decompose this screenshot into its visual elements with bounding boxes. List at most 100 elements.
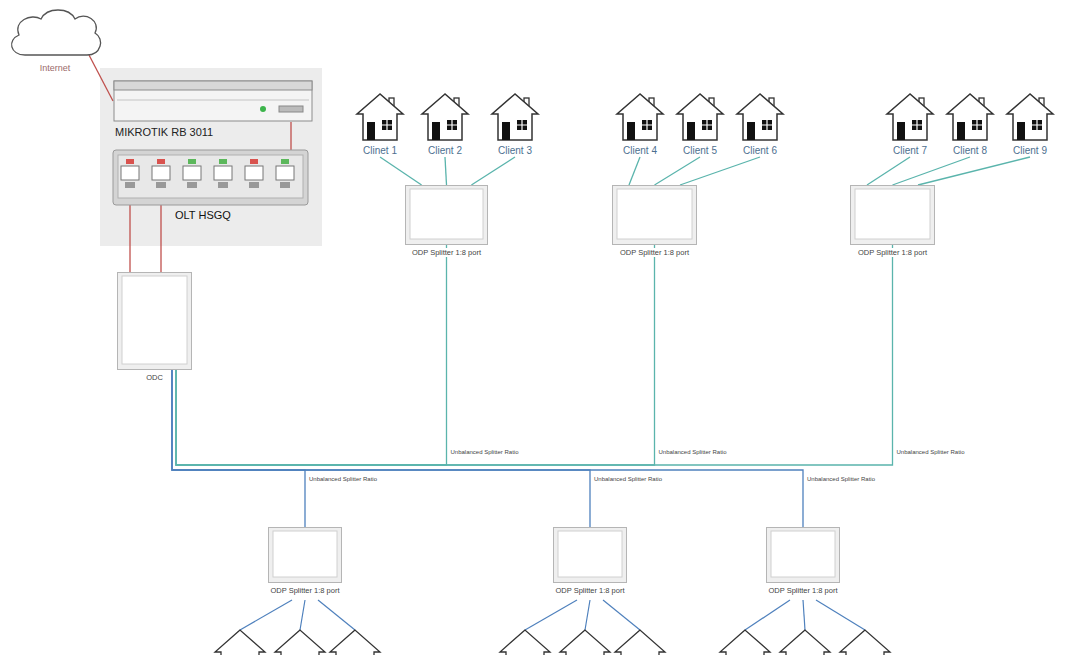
olt-port-tab xyxy=(187,182,197,188)
cabinet-face xyxy=(410,189,483,239)
edge-label: Unbalanced Splitter Ratio xyxy=(308,476,378,483)
house-window xyxy=(517,120,527,130)
drop-cables xyxy=(240,600,865,630)
odp-splitter: ODP Splitter 1:8 port xyxy=(266,527,344,595)
client-house: Client 4 xyxy=(613,92,667,157)
cabinet-frame xyxy=(613,186,697,245)
node-shape xyxy=(1005,92,1055,142)
shape-drawing xyxy=(885,92,935,142)
cabinet-face xyxy=(122,276,187,364)
client-house: Client 3 xyxy=(488,92,542,157)
fiber-cable xyxy=(445,157,447,185)
router-seam xyxy=(117,100,309,101)
node-shape xyxy=(945,92,995,142)
fiber-cable xyxy=(172,370,305,527)
olt-port-tab xyxy=(218,182,228,188)
shape-drawing xyxy=(735,92,785,142)
fiber-cable xyxy=(380,157,422,185)
house-outline xyxy=(737,94,783,140)
shape-drawing xyxy=(113,150,308,205)
olt-port-tab xyxy=(156,182,166,188)
node-shape xyxy=(490,92,540,142)
house-outline xyxy=(887,94,933,140)
node-shape xyxy=(735,92,785,142)
client-house: Client 6 xyxy=(733,92,787,157)
partial-houses xyxy=(215,630,890,655)
house-window xyxy=(972,120,982,130)
olt-port-tab xyxy=(249,182,259,188)
cabinet-frame xyxy=(767,528,840,583)
node-label: Internet xyxy=(40,63,71,74)
olt-port xyxy=(276,166,294,180)
node-label: Client 6 xyxy=(743,145,777,157)
shape-drawing xyxy=(850,185,935,245)
node-label: Client 4 xyxy=(623,145,657,157)
cloud-outline xyxy=(12,10,101,55)
edge-label: Unbalanced Splitter Ratio xyxy=(658,449,728,456)
node-shape xyxy=(405,185,488,245)
node-shape xyxy=(612,185,697,245)
olt-port-led xyxy=(219,159,227,164)
house-door xyxy=(687,122,695,140)
odp-splitter: ODP Splitter 1:8 port xyxy=(610,185,699,257)
fiber-cable xyxy=(629,157,640,185)
house-outline xyxy=(677,94,723,140)
house-window xyxy=(447,120,457,130)
olt-panel xyxy=(118,155,303,198)
node-shape xyxy=(355,92,405,142)
shape-drawing xyxy=(268,527,342,583)
shape-drawing xyxy=(615,92,665,142)
node-label: Client 5 xyxy=(683,145,717,157)
olt-body xyxy=(113,150,308,205)
node-label: Client 2 xyxy=(428,145,462,157)
window-cross xyxy=(517,120,527,130)
node-label: ODC xyxy=(144,373,165,382)
house-door xyxy=(957,122,965,140)
router-body xyxy=(114,81,312,121)
house-window xyxy=(912,120,922,130)
client-house: Client 2 xyxy=(418,92,472,157)
node-shape xyxy=(420,92,470,142)
edge-label: Unbalanced Splitter Ratio xyxy=(806,476,876,483)
olt-port-led xyxy=(281,159,289,164)
node-label: ODP Splitter 1:8 port xyxy=(618,248,691,257)
shape-drawing xyxy=(113,80,313,122)
client-house: Client 5 xyxy=(673,92,727,157)
window-cross xyxy=(762,120,772,130)
olt-port xyxy=(183,166,201,180)
shape-drawing xyxy=(675,92,725,142)
router-top xyxy=(114,81,312,90)
fiber-cable xyxy=(290,122,291,150)
shape-drawing xyxy=(117,272,192,370)
fiber-cable xyxy=(176,245,447,465)
router-slot xyxy=(279,106,303,112)
client-house: Client 9 xyxy=(1003,92,1057,157)
router-led xyxy=(260,106,266,112)
client-house: Client 8 xyxy=(943,92,997,157)
device-panel xyxy=(100,68,322,246)
olt-port-tab xyxy=(125,182,135,188)
olt-port xyxy=(245,166,263,180)
node-label: ODP Splitter 1:8 port xyxy=(268,586,341,595)
shape-drawing xyxy=(553,527,627,583)
node-shape xyxy=(268,527,342,583)
olt-port-tab xyxy=(280,182,290,188)
house-door xyxy=(367,122,375,140)
house-outline xyxy=(617,94,663,140)
house-door xyxy=(432,122,440,140)
edge-label: Unbalanced Splitter Ratio xyxy=(450,449,520,456)
house-window xyxy=(382,120,392,130)
olt-port-led xyxy=(250,159,258,164)
house-window xyxy=(702,120,712,130)
node-label: OLT HSGQ xyxy=(175,209,231,222)
cabinet-frame xyxy=(554,528,627,583)
node-shape xyxy=(117,272,192,370)
house-outline xyxy=(422,94,468,140)
house-outline xyxy=(1007,94,1053,140)
cabinet-frame xyxy=(851,186,935,245)
house-outline xyxy=(492,94,538,140)
shape-drawing xyxy=(420,92,470,142)
shape-drawing xyxy=(766,527,840,583)
node-label: ODP Splitter 1:8 port xyxy=(410,248,483,257)
house-window xyxy=(1032,120,1042,130)
